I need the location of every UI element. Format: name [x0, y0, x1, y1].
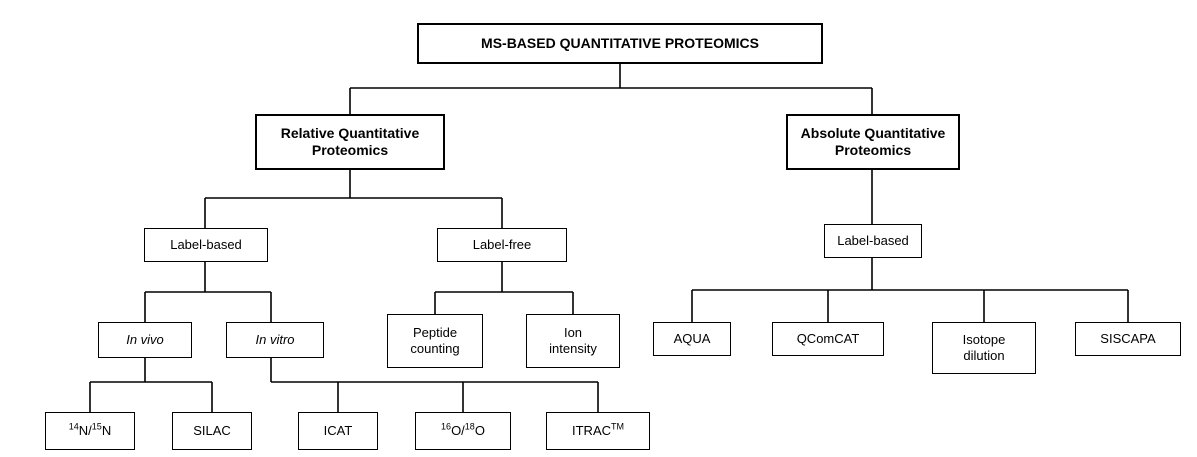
o16-o18-node: 16O/18O — [415, 412, 511, 450]
relative-label-free-node: Label-free — [437, 228, 567, 262]
icat-node: ICAT — [298, 412, 378, 450]
n14-n15-label: 14N/15N — [68, 421, 112, 438]
relative-quantitative-node: Relative Quantitative Proteomics — [255, 114, 445, 170]
in-vivo-node: In vivo — [98, 322, 192, 358]
silac-node: SILAC — [172, 412, 252, 450]
relative-label-based-node: Label-based — [144, 228, 268, 262]
root-node: MS-BASED QUANTITATIVE PROTEOMICS — [417, 23, 823, 64]
aqua-node: AQUA — [653, 322, 731, 356]
siscapa-node: SISCAPA — [1075, 322, 1181, 356]
isotope-dilution-node: Isotope dilution — [932, 322, 1036, 374]
absolute-label-based-node: Label-based — [824, 224, 922, 258]
o16-o18-label: 16O/18O — [441, 421, 485, 438]
ion-intensity-node: Ion intensity — [526, 314, 620, 368]
qcomcat-node: QComCAT — [772, 322, 884, 356]
absolute-quantitative-node: Absolute Quantitative Proteomics — [786, 114, 960, 170]
peptide-counting-node: Peptide counting — [387, 314, 483, 368]
itrac-label: ITRACTM — [572, 421, 624, 438]
in-vitro-node: In vitro — [226, 322, 324, 358]
n14-n15-node: 14N/15N — [45, 412, 135, 450]
itrac-node: ITRACTM — [546, 412, 650, 450]
